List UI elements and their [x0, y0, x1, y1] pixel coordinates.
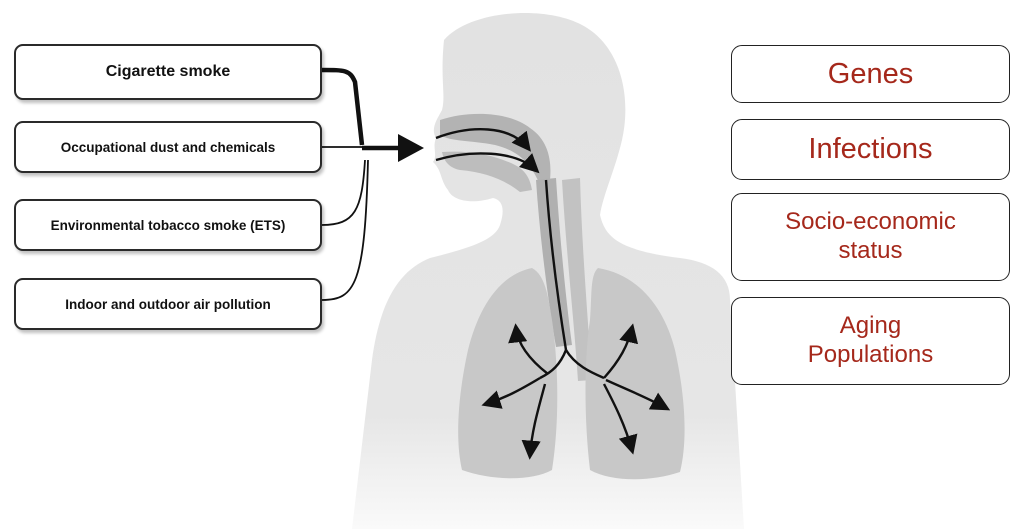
risk-factor-label: Aging Populations [792, 312, 949, 370]
exposure-label: Occupational dust and chemicals [61, 140, 276, 155]
inhale-arrow-head [398, 134, 424, 162]
risk-factor-label: Infections [808, 132, 932, 167]
exposure-label: Cigarette smoke [106, 63, 231, 81]
exposure-connectors [322, 70, 402, 300]
risk-factor-genes: Genes [731, 45, 1010, 103]
exposure-occupational-dust: Occupational dust and chemicals [14, 121, 322, 173]
exposure-cigarette-smoke: Cigarette smoke [14, 44, 322, 100]
risk-factor-infections: Infections [731, 119, 1010, 180]
risk-factor-aging: Aging Populations [731, 297, 1010, 385]
risk-factor-label: Genes [828, 57, 913, 92]
risk-factor-socio-economic: Socio-economic status [731, 193, 1010, 281]
exposure-label: Indoor and outdoor air pollution [65, 297, 270, 312]
exposure-environmental-tobacco-smoke: Environmental tobacco smoke (ETS) [14, 199, 322, 251]
exposure-label: Environmental tobacco smoke (ETS) [51, 218, 286, 233]
exposure-air-pollution: Indoor and outdoor air pollution [14, 278, 322, 330]
risk-factor-label: Socio-economic status [760, 208, 981, 266]
